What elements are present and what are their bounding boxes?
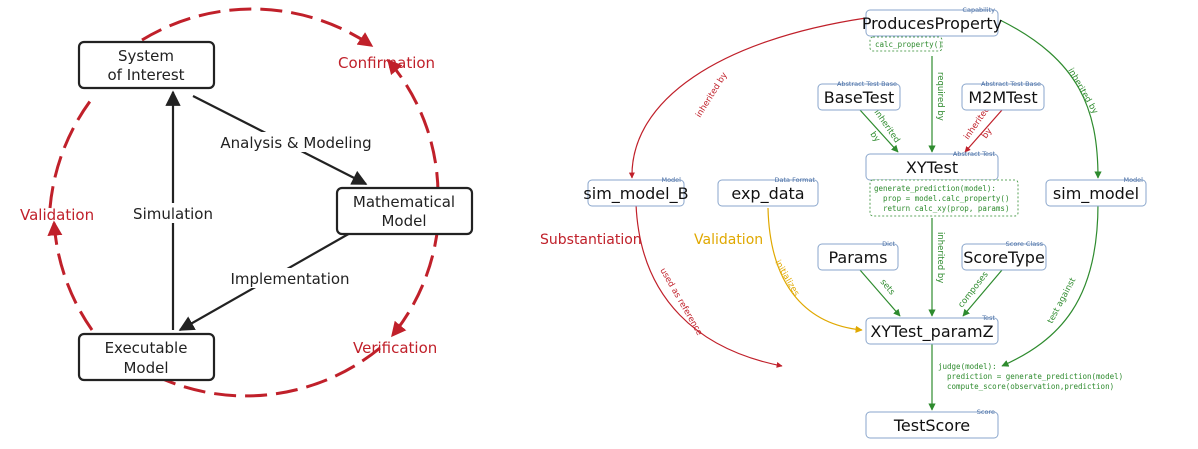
- edges: [628, 17, 1102, 411]
- edge-label-initializes: initializes: [772, 259, 801, 299]
- expdata-label: exp_data: [731, 184, 804, 204]
- params-tag: Dict: [882, 240, 895, 248]
- generate-line-1: generate_prediction(model):: [874, 184, 996, 193]
- judge-line-3: compute_score(observation,prediction): [938, 382, 1114, 391]
- edge-inherited-by-right: [999, 19, 1102, 179]
- cycle-arc-right-top: [386, 58, 440, 201]
- code-judge: judge(model): prediction = generate_pred…: [938, 362, 1123, 391]
- edge-inherited-by-left: [628, 17, 867, 179]
- produces-label: ProducesProperty: [862, 14, 1002, 33]
- label-analysis-modeling: Analysis & Modeling: [220, 134, 371, 152]
- scoretype-label: ScoreType: [963, 248, 1045, 267]
- label-substantiation: Substantiation: [540, 232, 642, 248]
- scoretype-tag: Score Class: [1006, 240, 1044, 248]
- right-diagram: inherited by inherited by required by in…: [540, 6, 1147, 439]
- edge-label-used-as-reference: used as reference: [657, 267, 704, 338]
- edge-m2mtest-xytest: [964, 109, 1003, 153]
- left-diagram: Analysis & Modeling Simulation Implement…: [20, 7, 474, 398]
- label-implementation: Implementation: [230, 270, 349, 288]
- cycle-arcs: [47, 7, 440, 398]
- code-generate-prediction: generate_prediction(model): prop = model…: [869, 179, 1019, 217]
- produces-tag: Capability: [962, 6, 995, 14]
- edge-params-paramz: [859, 269, 901, 317]
- node-m2mtest: M2MTest Abstract Test Base: [961, 80, 1045, 111]
- edge-label-inherited-by-left: inherited by: [694, 71, 730, 120]
- edge-label-sets: sets: [878, 278, 897, 298]
- label-validation-left: Validation: [20, 206, 94, 224]
- simmodel-label: sim_model: [1053, 184, 1139, 204]
- edge-test-against: [1001, 203, 1099, 367]
- edge-label-inherited-by-right: inherited by: [1065, 67, 1099, 116]
- math-line-1: Mathematical: [353, 193, 455, 211]
- edge-label-inherited-by-center: inherited by: [935, 232, 945, 283]
- judge-line-1: judge(model):: [938, 362, 997, 371]
- node-sim-model: sim_model Model: [1045, 176, 1147, 207]
- params-label: Params: [828, 248, 887, 267]
- score-tag: Score: [977, 408, 995, 416]
- node-xytest: XYTest Abstract Test: [865, 150, 999, 181]
- node-test-score: TestScore Score: [865, 408, 999, 439]
- math-line-2: Model: [381, 212, 426, 230]
- node-executable-model: Executable Model: [77, 332, 216, 382]
- edge-label-by-m2mtest: by: [980, 126, 994, 140]
- node-xytest-paramz: XYTest_paramZ Test: [865, 314, 999, 345]
- cycle-arc-confirmation: [141, 7, 374, 48]
- code-calc-property: calc_property(): [869, 36, 943, 52]
- node-basetest: BaseTest Abstract Test Base: [817, 80, 901, 111]
- edge-used-as-reference: [635, 203, 783, 368]
- label-verification: Verification: [353, 339, 437, 357]
- node-produces-property: ProducesProperty Capability: [862, 6, 1002, 37]
- calc-property-code: calc_property(): [875, 40, 943, 49]
- edge-label-test-against: test against: [1046, 276, 1079, 326]
- system-line-2: of Interest: [107, 66, 184, 84]
- simmodel-tag: Model: [1123, 176, 1143, 184]
- expdata-tag: Data Format: [775, 176, 816, 184]
- m2mtest-tag: Abstract Test Base: [981, 80, 1041, 88]
- m2mtest-label: M2MTest: [968, 88, 1037, 107]
- paramz-label: XYTest_paramZ: [870, 322, 993, 342]
- label-simulation: Simulation: [133, 205, 213, 223]
- cycle-arc-left-lower: [47, 220, 94, 331]
- label-confirmation: Confirmation: [338, 54, 435, 72]
- edge-initializes: [767, 207, 863, 333]
- judge-line-2: prediction = generate_prediction(model): [938, 372, 1123, 381]
- edge-basetest-xytest: [859, 109, 899, 153]
- cycle-arc-left-upper: [48, 95, 96, 209]
- edge-label-required-by: required by: [935, 72, 945, 121]
- score-label: TestScore: [893, 416, 970, 435]
- label-validation-right: Validation: [694, 232, 763, 248]
- node-system-of-interest: System of Interest: [77, 40, 216, 90]
- exec-line-2: Model: [123, 359, 168, 377]
- paramz-tag: Test: [981, 314, 995, 322]
- node-exp-data: exp_data Data Format: [717, 176, 819, 207]
- simb-label: sim_model_B: [583, 184, 688, 204]
- node-scoretype: ScoreType Score Class: [961, 240, 1047, 271]
- exec-line-1: Executable: [105, 339, 188, 357]
- cycle-arc-verification: [390, 224, 440, 338]
- xytest-tag: Abstract Test: [953, 150, 996, 158]
- node-mathematical-model: Mathematical Model: [335, 186, 474, 236]
- simb-tag: Model: [661, 176, 681, 184]
- node-params: Params Dict: [817, 240, 899, 271]
- basetest-label: BaseTest: [824, 88, 894, 107]
- basetest-tag: Abstract Test Base: [837, 80, 897, 88]
- node-sim-model-b: sim_model_B Model: [583, 176, 689, 207]
- edge-label-by-basetest: by: [868, 130, 882, 144]
- system-line-1: System: [118, 47, 174, 65]
- generate-line-3: return calc_xy(prop, params): [874, 204, 1009, 213]
- xytest-label: XYTest: [906, 158, 958, 177]
- edge-scoretype-paramz: [962, 269, 1003, 317]
- generate-line-2: prop = model.calc_property(): [874, 194, 1009, 203]
